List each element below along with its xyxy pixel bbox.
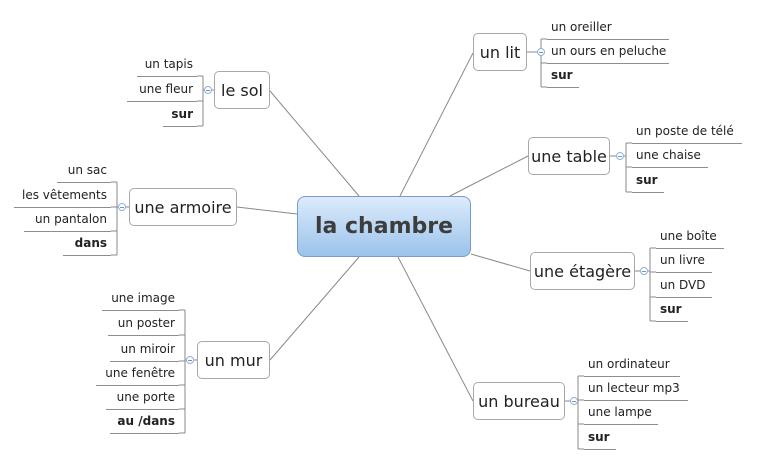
topic-un-lit[interactable]: un lit — [473, 33, 527, 71]
collapse-toggle-icon[interactable] — [570, 397, 578, 405]
list-item[interactable]: une fleur — [127, 78, 197, 102]
list-item[interactable]: les vêtements — [14, 184, 111, 208]
list-item[interactable]: un livre — [656, 249, 712, 273]
topic-une-table[interactable]: une table — [528, 137, 610, 175]
list-item[interactable]: un pantalon — [24, 208, 111, 232]
link-sol — [269, 90, 360, 197]
link-table — [449, 155, 529, 197]
link-lit — [399, 52, 474, 197]
link-armoire — [236, 206, 298, 215]
topic-une-armoire[interactable]: une armoire — [129, 188, 237, 226]
list-item[interactable]: dans — [63, 232, 111, 256]
topic-un-bureau[interactable]: un bureau — [473, 382, 565, 420]
list-item[interactable]: une boîte — [656, 225, 724, 249]
list-item[interactable]: une fenêtre — [96, 362, 179, 386]
topic-une-etagere[interactable]: une étagère — [530, 252, 635, 290]
list-item[interactable]: un poster — [108, 312, 179, 336]
list-item[interactable]: un sac — [57, 159, 111, 183]
collapse-toggle-icon[interactable] — [118, 203, 126, 211]
list-item[interactable]: un miroir — [110, 338, 179, 362]
list-item[interactable]: sur — [547, 64, 579, 88]
topic-un-mur[interactable]: un mur — [197, 341, 270, 379]
list-item[interactable]: un poste de télé — [632, 120, 742, 144]
list-item[interactable]: au /dans — [110, 410, 179, 434]
list-item[interactable]: un ordinateur — [584, 353, 680, 377]
list-item[interactable]: un lecteur mp3 — [584, 377, 688, 401]
list-item[interactable]: sur — [632, 169, 664, 193]
list-item[interactable]: une chaise — [632, 144, 708, 168]
list-item[interactable]: sur — [163, 103, 197, 127]
list-item[interactable]: un ours en peluche — [547, 40, 669, 64]
list-item[interactable]: sur — [656, 298, 688, 322]
collapse-toggle-icon[interactable] — [204, 86, 212, 94]
list-item[interactable]: un tapis — [137, 53, 197, 77]
link-etagere — [470, 253, 531, 272]
collapse-toggle-icon[interactable] — [537, 48, 545, 56]
link-bureau — [397, 256, 474, 402]
topic-le-sol[interactable]: le sol — [214, 71, 270, 109]
list-item[interactable]: une porte — [106, 386, 179, 410]
list-item[interactable]: un oreiller — [547, 16, 669, 40]
list-item[interactable]: une image — [102, 287, 179, 311]
list-item[interactable]: sur — [584, 426, 616, 450]
collapse-toggle-icon[interactable] — [616, 152, 624, 160]
link-mur — [269, 256, 360, 361]
list-item[interactable]: une lampe — [584, 401, 658, 425]
list-item[interactable]: un DVD — [656, 274, 712, 298]
collapse-toggle-icon[interactable] — [640, 267, 648, 275]
central-topic[interactable]: la chambre — [297, 196, 471, 257]
collapse-toggle-icon[interactable] — [186, 356, 194, 364]
